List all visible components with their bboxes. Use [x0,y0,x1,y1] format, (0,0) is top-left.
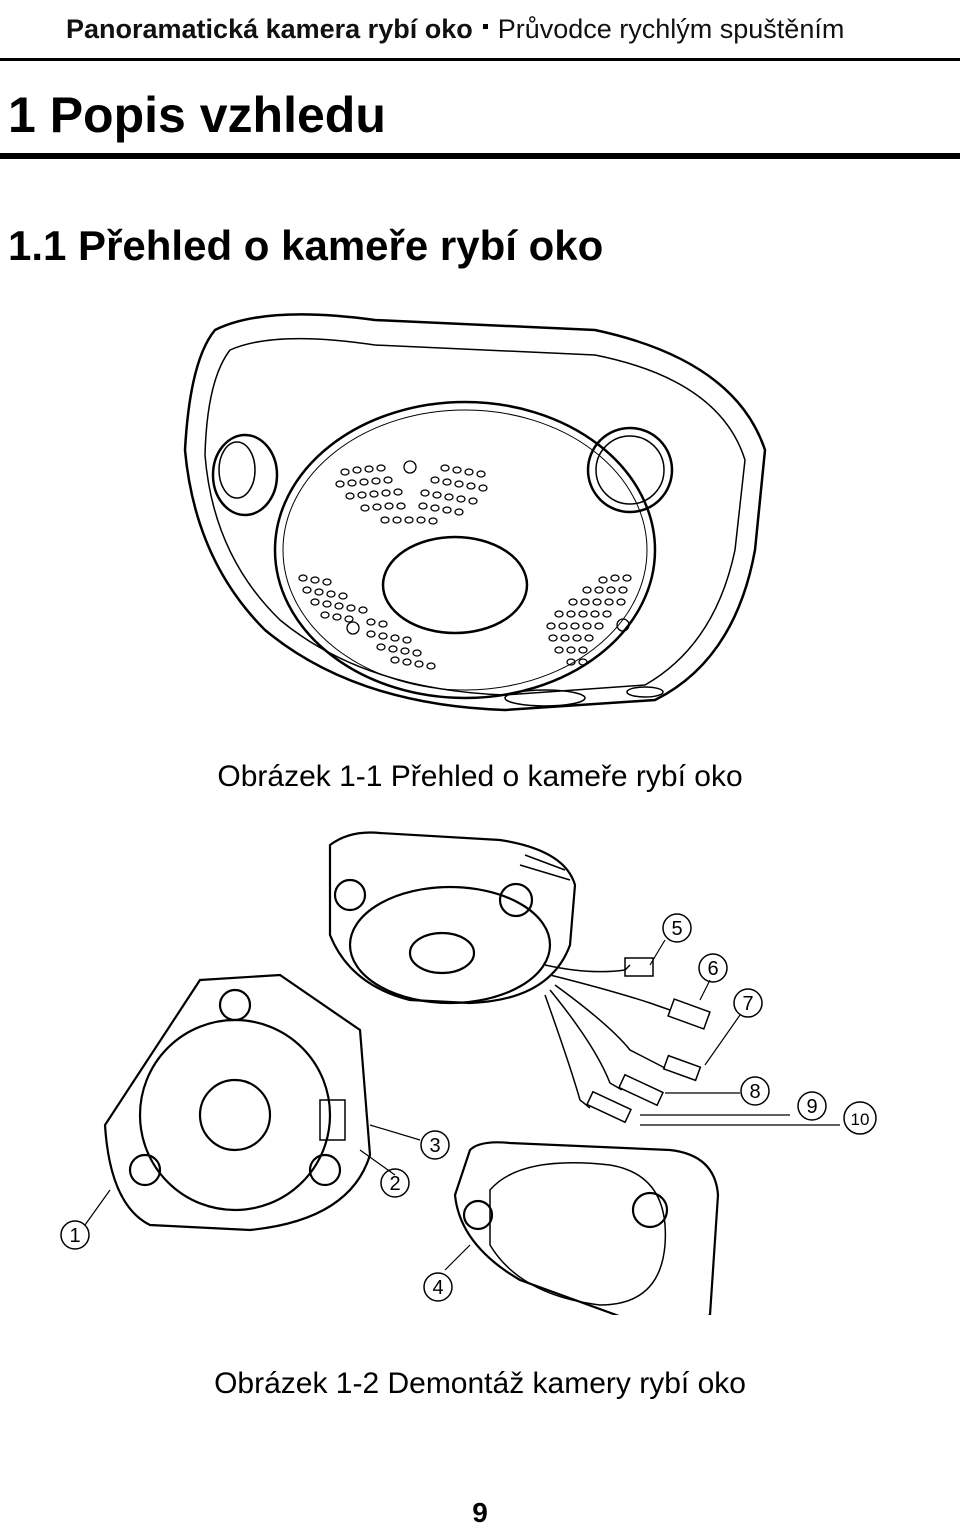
svg-text:6: 6 [707,958,718,980]
callout-6: 6 [698,953,728,983]
figure1-caption: Obrázek 1-1 Přehled o kameře rybí oko [217,760,743,793]
header-separator [482,24,488,30]
callout-2: 2 [380,1168,410,1198]
callout-10: 10 [843,1101,877,1135]
callout-5: 5 [662,913,692,943]
svg-text:10: 10 [851,1110,870,1129]
fisheye-camera-disassembly-illustration: 1 2 3 4 5 6 7 8 9 10 [60,831,877,1315]
callout-7: 7 [733,988,763,1018]
svg-text:1: 1 [69,1225,80,1247]
svg-text:7: 7 [742,993,753,1015]
header-title: Panoramatická kamera rybí oko [66,14,473,44]
chapter-rule [0,153,960,159]
svg-text:4: 4 [432,1277,443,1299]
page-number: 9 [472,1497,488,1528]
figure2-caption: Obrázek 1-2 Demontáž kamery rybí oko [214,1367,746,1400]
svg-text:2: 2 [389,1173,400,1195]
callout-8: 8 [740,1076,770,1106]
fisheye-camera-overview-illustration [183,313,767,712]
svg-text:8: 8 [749,1081,760,1103]
svg-text:9: 9 [806,1096,817,1118]
callout-1: 1 [60,1220,90,1250]
section-heading: 1.1 Přehled o kameře rybí oko [8,222,604,269]
chapter-heading: 1 Popis vzhledu [8,87,386,143]
page-header: Panoramatická kamera rybí oko Průvodce ry… [0,0,960,61]
callout-9: 9 [797,1091,827,1121]
callout-4: 4 [423,1272,453,1302]
svg-text:3: 3 [429,1135,440,1157]
header-subtitle: Průvodce rychlým spuštěním [497,14,845,44]
callout-3: 3 [420,1130,450,1160]
svg-text:5: 5 [671,918,682,940]
